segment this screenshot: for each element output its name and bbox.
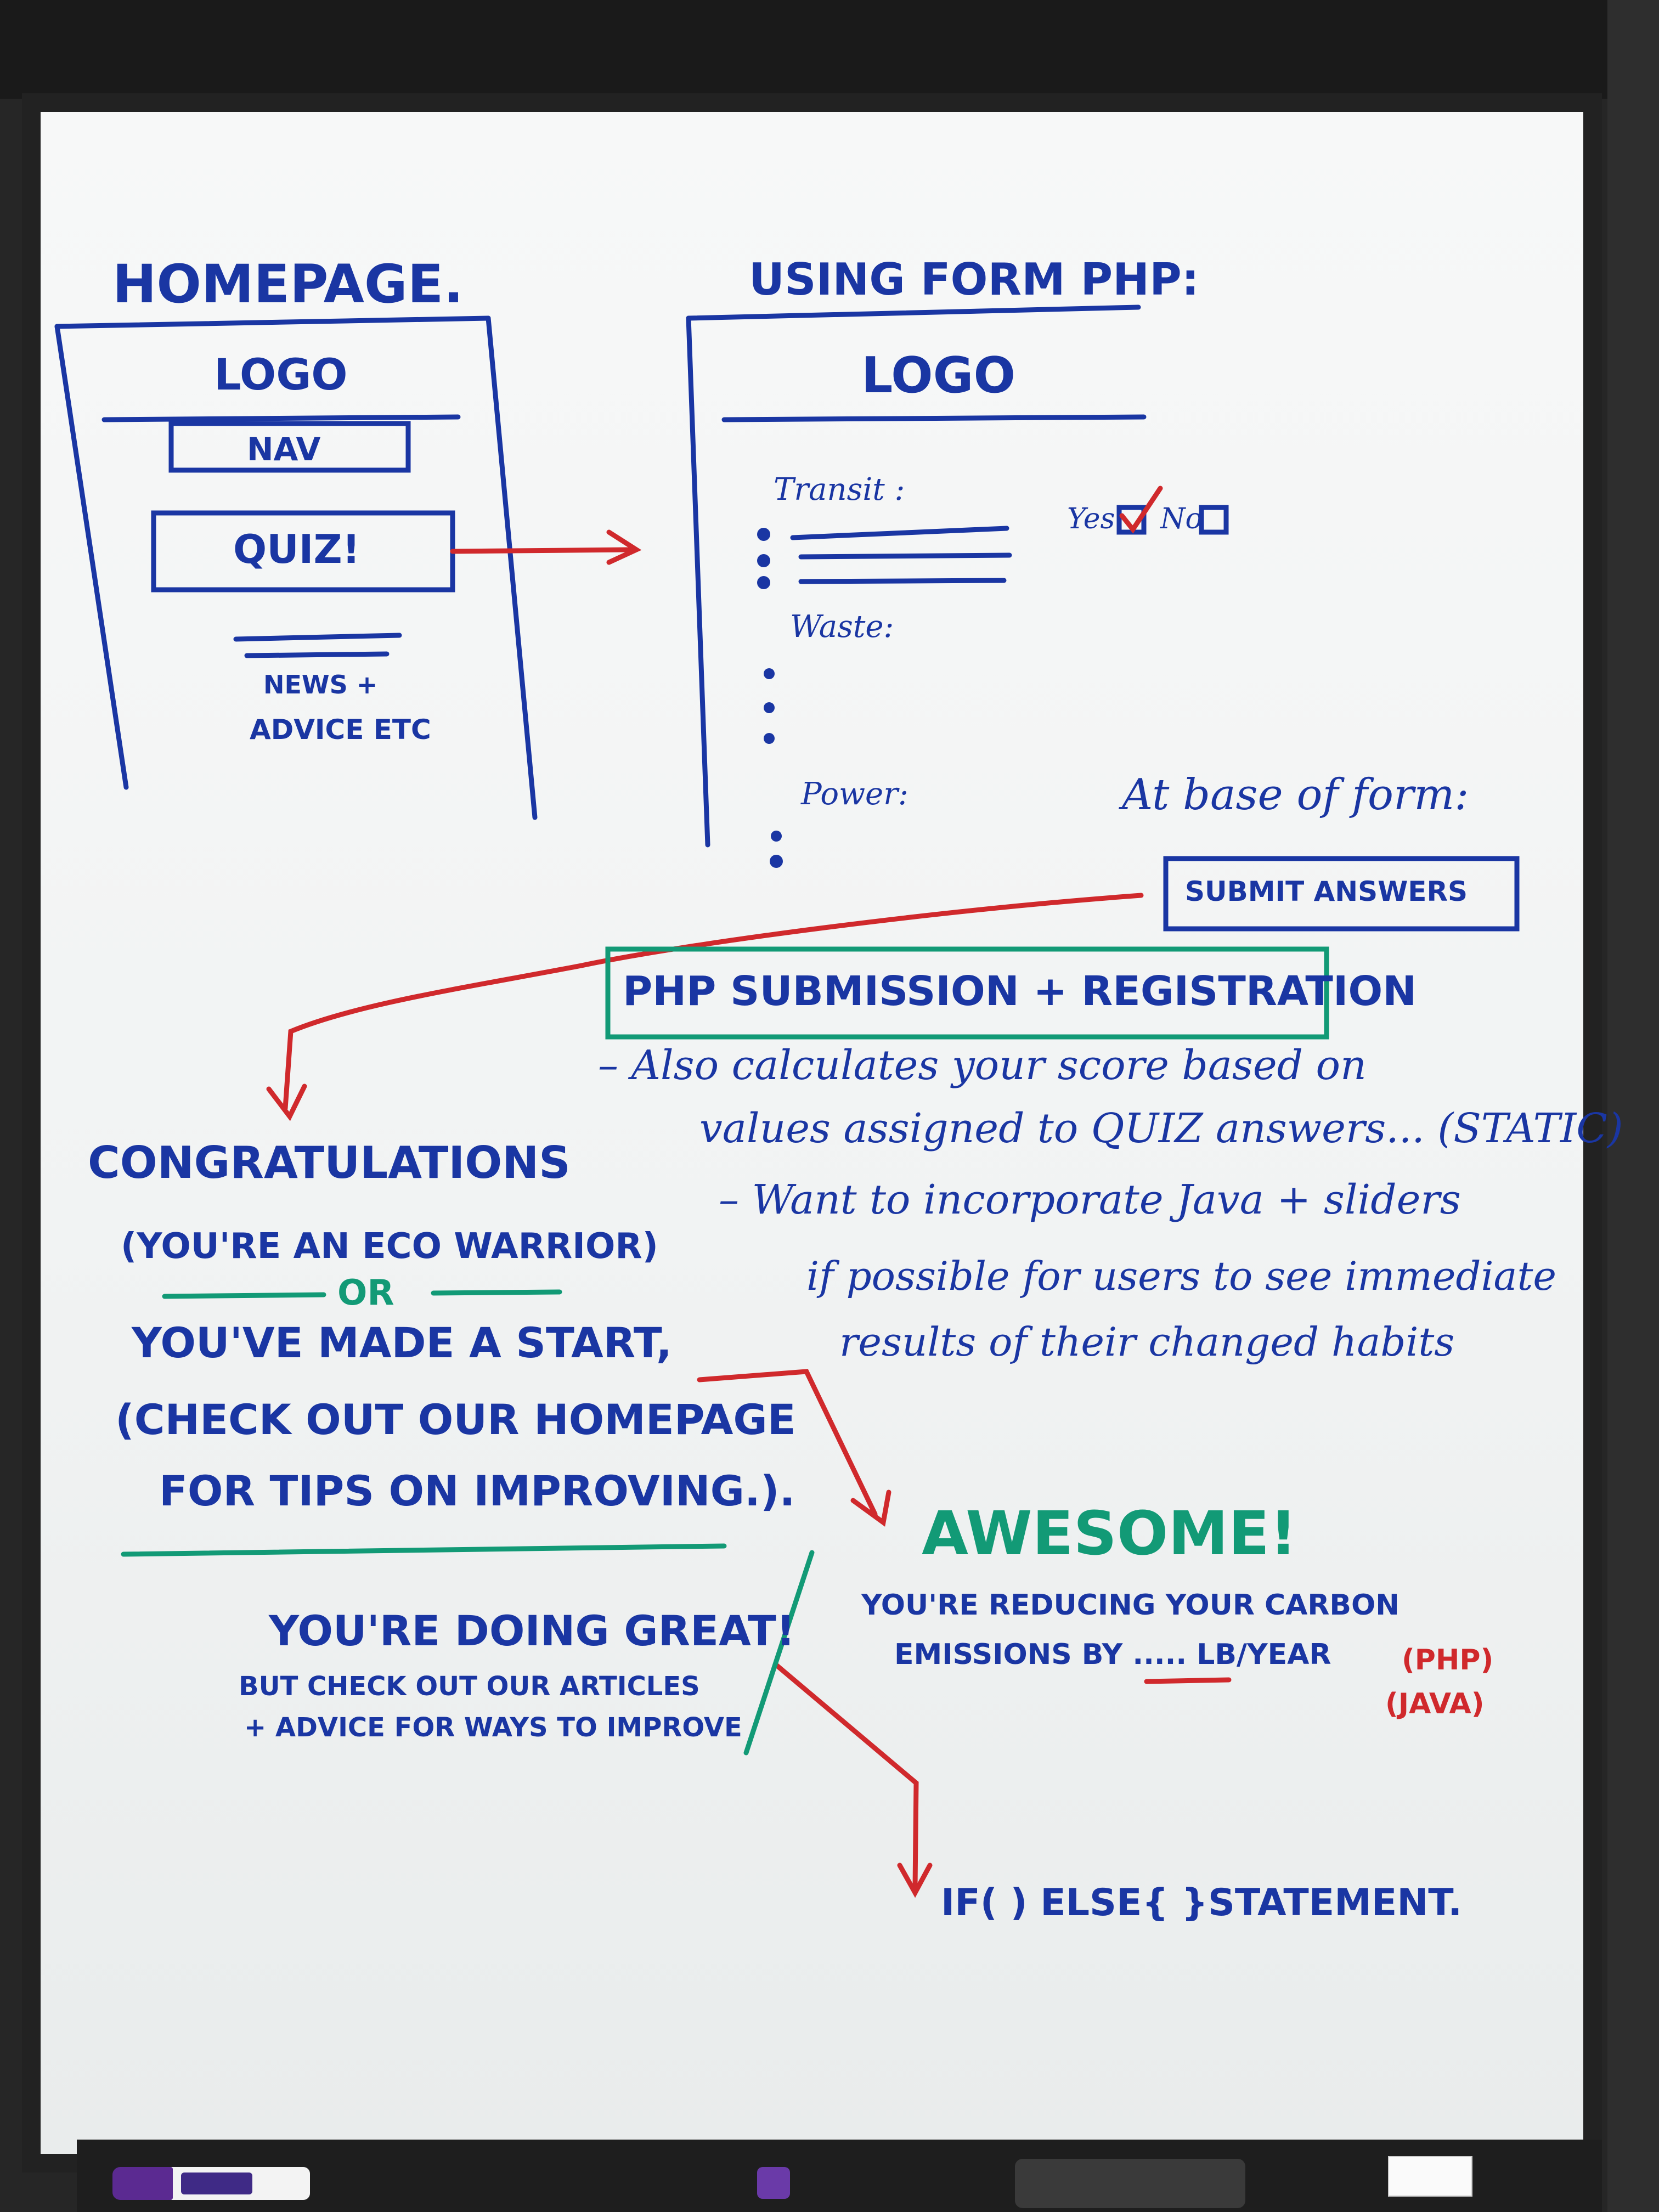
homepage-logo-divider	[101, 414, 461, 422]
no-label: No	[1160, 503, 1203, 535]
homepage-box-left	[54, 324, 129, 790]
homepage-nav: NAV	[247, 431, 321, 468]
transit-line-1	[790, 526, 1009, 540]
transit-line-2	[798, 552, 1012, 560]
homepage-line-2	[244, 651, 390, 658]
transit-label: Transit :	[774, 472, 905, 507]
manufacturer-label	[1388, 2156, 1472, 2197]
php-submission-title: PHP SUBMISSION + REGISTRATION	[623, 968, 1417, 1015]
marker-label	[181, 2172, 252, 2194]
php-note-2: values assigned to QUIZ answers... (STAT…	[699, 1105, 1623, 1152]
great-to-ifelse-arrow	[774, 1662, 919, 1890]
board-top-frame	[0, 0, 1659, 99]
congratulations-heading: CONGRATULATIONS	[88, 1137, 571, 1188]
homepage-news: NEWS +	[263, 670, 378, 699]
check-homepage-text: (CHECK OUT OUR HOMEPAGE	[115, 1395, 796, 1444]
php-note-3: – Want to incorporate Java + sliders	[719, 1176, 1461, 1223]
homepage-nav-box	[168, 421, 411, 473]
doing-great-heading: YOU'RE DOING GREAT!	[269, 1606, 795, 1655]
homepage-advice: ADVICE ETC	[250, 714, 431, 746]
php-note-5: results of their changed habits	[839, 1319, 1455, 1365]
form-logo-divider	[721, 414, 1147, 422]
form-bullets	[757, 528, 783, 868]
if-else-statement: IF( ) ELSE{ }STATEMENT.	[941, 1881, 1463, 1925]
transit-line-3	[798, 578, 1007, 584]
waste-label: Waste:	[790, 609, 894, 645]
yes-checkbox	[1116, 505, 1147, 535]
reducing-emissions-line-2: EMISSIONS BY ..... LB/YEAR	[894, 1638, 1331, 1671]
homepage-logo: LOGO	[214, 351, 348, 400]
whiteboard	[22, 93, 1602, 2172]
quiz-arrow-head	[606, 529, 642, 565]
emissions-blank-underline	[1144, 1677, 1232, 1684]
ifelse-arrow-head	[897, 1863, 933, 1898]
homepage-line-1	[233, 633, 402, 642]
java-tag: (JAVA)	[1385, 1688, 1485, 1720]
eco-warrior-text: (YOU'RE AN ECO WARRIOR)	[121, 1226, 658, 1267]
yes-label: Yes	[1067, 503, 1115, 535]
or-line-left	[162, 1292, 326, 1299]
php-tag: (PHP)	[1402, 1644, 1494, 1677]
php-note-1: – Also calculates your score based on	[598, 1042, 1367, 1089]
form-logo: LOGO	[861, 347, 1016, 404]
form-box-top	[686, 304, 1141, 321]
submit-to-results-arrow	[283, 893, 1144, 1111]
submit-box	[1163, 856, 1520, 932]
second-marker-cap	[757, 2167, 790, 2199]
homepage-quiz: QUIZ!	[233, 526, 360, 572]
form-box-left	[686, 315, 710, 848]
vertical-divider	[743, 1550, 815, 1756]
homepage-title: HOMEPAGE.	[112, 253, 464, 315]
yes-check-mark	[1119, 486, 1163, 534]
tips-improving-text: FOR TIPS ON IMPROVING.).	[159, 1466, 795, 1515]
made-a-start-text: YOU'VE MADE A START,	[132, 1318, 672, 1367]
homepage-box-right	[486, 315, 538, 820]
wall-edge	[1607, 0, 1659, 2212]
awesome-heading: AWESOME!	[922, 1498, 1297, 1568]
start-to-awesome-arrow	[697, 1369, 878, 1517]
php-submission-box	[605, 946, 1329, 1040]
or-line-right	[431, 1289, 562, 1296]
reducing-emissions-line-1: YOU'RE REDUCING YOUR CARBON	[861, 1589, 1400, 1622]
quiz-to-form-arrow	[450, 547, 634, 554]
base-of-form-note: At base of form:	[1122, 770, 1469, 820]
marker-cap	[112, 2167, 173, 2200]
awesome-arrow-head	[850, 1489, 891, 1527]
marker-tray	[77, 2140, 1602, 2212]
results-arrow-head	[266, 1084, 307, 1121]
no-checkbox	[1199, 505, 1229, 535]
board-eraser	[1015, 2159, 1245, 2208]
homepage-box-top	[54, 315, 491, 329]
php-note-4: if possible for users to see immediate	[806, 1253, 1557, 1299]
power-label: Power:	[801, 776, 909, 812]
check-articles-text: BUT CHECK OUT OUR ARTICLES	[239, 1671, 700, 1702]
or-text: OR	[337, 1273, 394, 1313]
form-title: USING FORM PHP:	[749, 254, 1199, 305]
advice-improve-text: + ADVICE FOR WAYS TO IMPROVE	[244, 1712, 742, 1743]
submit-answers-button-sketch: SUBMIT ANSWERS	[1185, 876, 1468, 907]
results-divider	[121, 1543, 727, 1557]
